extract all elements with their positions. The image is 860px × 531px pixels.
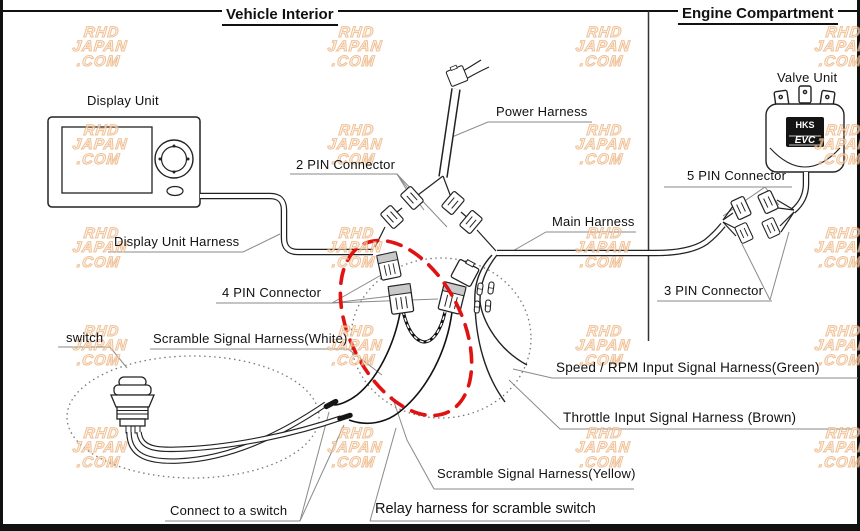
connector-2pin (399, 185, 425, 211)
switch-wires (126, 401, 342, 464)
label-main-harness: Main Harness (552, 214, 635, 229)
relay-harness-wires (333, 311, 453, 425)
label-valve-unit: Valve Unit (777, 70, 838, 85)
display-unit-drawing (47, 116, 201, 208)
label-2pin-connector: 2 PIN Connector (296, 157, 396, 172)
connector-4pin (376, 251, 402, 281)
switch-drawing (110, 376, 155, 434)
bullet-terminal (484, 299, 492, 313)
header-vehicle-interior: Vehicle Interior (222, 6, 338, 26)
display-unit-harness-wire (200, 192, 373, 256)
label-display-unit: Display Unit (87, 93, 159, 108)
connector-4pin (387, 282, 415, 316)
label-3pin-connector: 3 PIN Connector (664, 283, 764, 298)
label-switch: switch (66, 330, 104, 345)
label-connect-switch: Connect to a switch (170, 503, 288, 518)
main-harness-wire (497, 222, 726, 257)
valve-wire (790, 172, 810, 214)
power-harness-tube (438, 88, 461, 178)
connector-4pin (437, 281, 467, 315)
label-throttle: Throttle Input Signal Harness (Brown) (563, 410, 797, 425)
bullet-terminal (473, 300, 481, 314)
label-4pin-connector: 4 PIN Connector (222, 285, 322, 300)
connector-2pin (379, 204, 405, 230)
signal-wires (474, 254, 528, 403)
label-display-unit-harness: Display Unit Harness (114, 234, 240, 249)
twisted-pair-wire (401, 310, 447, 344)
label-power-harness: Power Harness (496, 104, 588, 119)
relay-area-ellipse (350, 257, 532, 419)
connector-2pin (440, 190, 466, 216)
scramble-highlight-ellipse (338, 238, 474, 418)
label-5pin-connector: 5 PIN Connector (687, 168, 787, 183)
label-relay-harness: Relay harness for scramble switch (375, 501, 596, 517)
switch-area-ellipse (66, 355, 320, 479)
bullet-terminal (487, 281, 495, 295)
valve-unit-drawing (765, 85, 845, 173)
header-engine-compartment: Engine Compartment (678, 5, 838, 25)
connector-cluster (722, 189, 795, 245)
power-connector (444, 62, 469, 88)
label-speed-rpm: Speed / RPM Input Signal Harness(Green) (556, 360, 820, 375)
bullet-terminal (476, 282, 484, 296)
valve-brand-text: HKS (795, 120, 814, 130)
valve-model-text: EVC (795, 135, 816, 146)
label-scramble-white: Scramble Signal Harness(White) (153, 331, 348, 346)
label-scramble-yellow: Scramble Signal Harness(Yellow) (437, 466, 636, 481)
